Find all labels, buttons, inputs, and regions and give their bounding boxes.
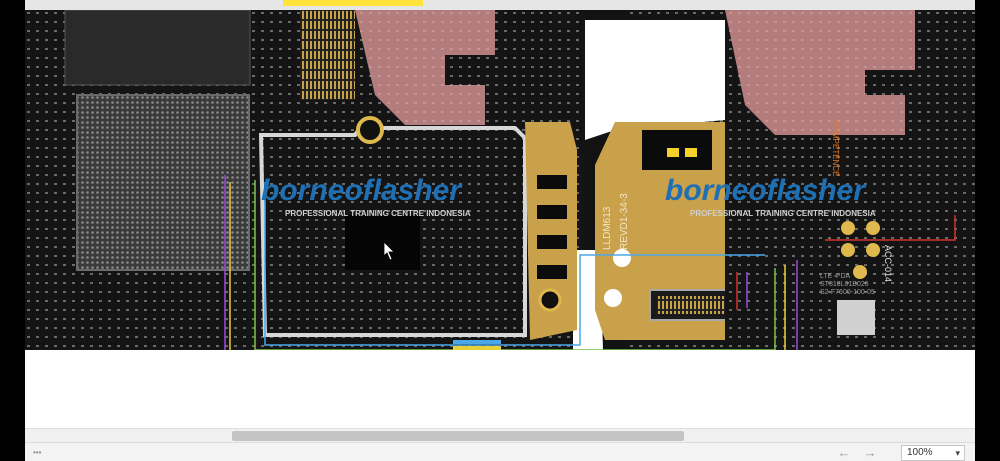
gold-pad-frame-right	[595, 122, 725, 340]
fcc-label: ACC-014	[883, 245, 893, 282]
watermark-tagline-right: PROFESSIONAL TRAINING CENTRE INDONESIA	[690, 209, 876, 218]
status-bar: ••• ← → 100% ▾	[25, 442, 975, 461]
gold-pad	[537, 175, 567, 189]
chevron-down-icon: ▾	[955, 448, 960, 458]
gold-contact	[667, 148, 679, 157]
top-strip	[25, 0, 975, 10]
screw-hole	[538, 288, 562, 312]
part-number-label: LLDM613	[602, 206, 613, 250]
image-viewer: borneoflasher PROFESSIONAL TRAINING CENT…	[25, 0, 975, 461]
top-chip	[64, 10, 251, 86]
mouse-cursor-icon	[383, 241, 395, 261]
arrow-left-icon[interactable]: ←	[837, 445, 851, 460]
zoom-value: 100%	[907, 447, 933, 458]
canvas-empty-area	[25, 350, 975, 428]
qr-code	[837, 300, 875, 335]
selection-highlight	[283, 0, 423, 6]
horizontal-scrollbar-thumb[interactable]	[232, 431, 684, 441]
gold-dot	[841, 221, 855, 235]
horizontal-scrollbar[interactable]	[25, 428, 975, 442]
screw-hole	[356, 116, 384, 144]
ic-text-line1: LTE 4-DA	[820, 273, 851, 280]
zoom-select[interactable]: 100% ▾	[901, 445, 965, 461]
board-gap	[585, 20, 725, 140]
trace-line	[224, 175, 798, 350]
gold-pad	[537, 235, 567, 249]
shield-ic	[345, 215, 420, 270]
pcb-schematic-image: borneoflasher PROFESSIONAL TRAINING CENT…	[25, 10, 975, 350]
gold-dot	[866, 243, 880, 257]
trace-line	[254, 180, 776, 350]
trace-bundle	[453, 346, 501, 350]
trace-bundle	[453, 340, 501, 344]
shield-outline-left	[258, 126, 527, 337]
flex-connector-top	[300, 10, 355, 100]
gold-pad	[537, 265, 567, 279]
gold-dot	[853, 265, 867, 279]
side-label: COMPETENCE	[831, 120, 840, 176]
trace-line	[825, 215, 956, 241]
status-dots-icon: •••	[33, 448, 42, 457]
logo-watermark	[725, 10, 915, 135]
watermark-tagline-left: PROFESSIONAL TRAINING CENTRE INDONESIA	[285, 209, 471, 218]
gold-contact	[685, 148, 697, 157]
gold-dot	[866, 221, 880, 235]
watermark-brand-left: borneoflasher	[261, 174, 463, 207]
bga-chip	[76, 94, 250, 271]
screw-hole	[613, 249, 631, 267]
ic-text-line3: S2-F7600-100-05	[820, 289, 875, 296]
logo-watermark	[355, 10, 495, 125]
screw-hole	[604, 289, 622, 307]
watermark-brand-right: borneoflasher	[665, 174, 867, 207]
ic-text-line2: ST818L01B026	[820, 281, 869, 288]
trace-line	[264, 182, 765, 346]
arrow-right-icon[interactable]: →	[863, 445, 877, 460]
revision-label: REVD1-34-3	[619, 193, 630, 250]
gold-dot	[841, 243, 855, 257]
trace-line	[229, 182, 786, 350]
gold-pad	[537, 205, 567, 219]
